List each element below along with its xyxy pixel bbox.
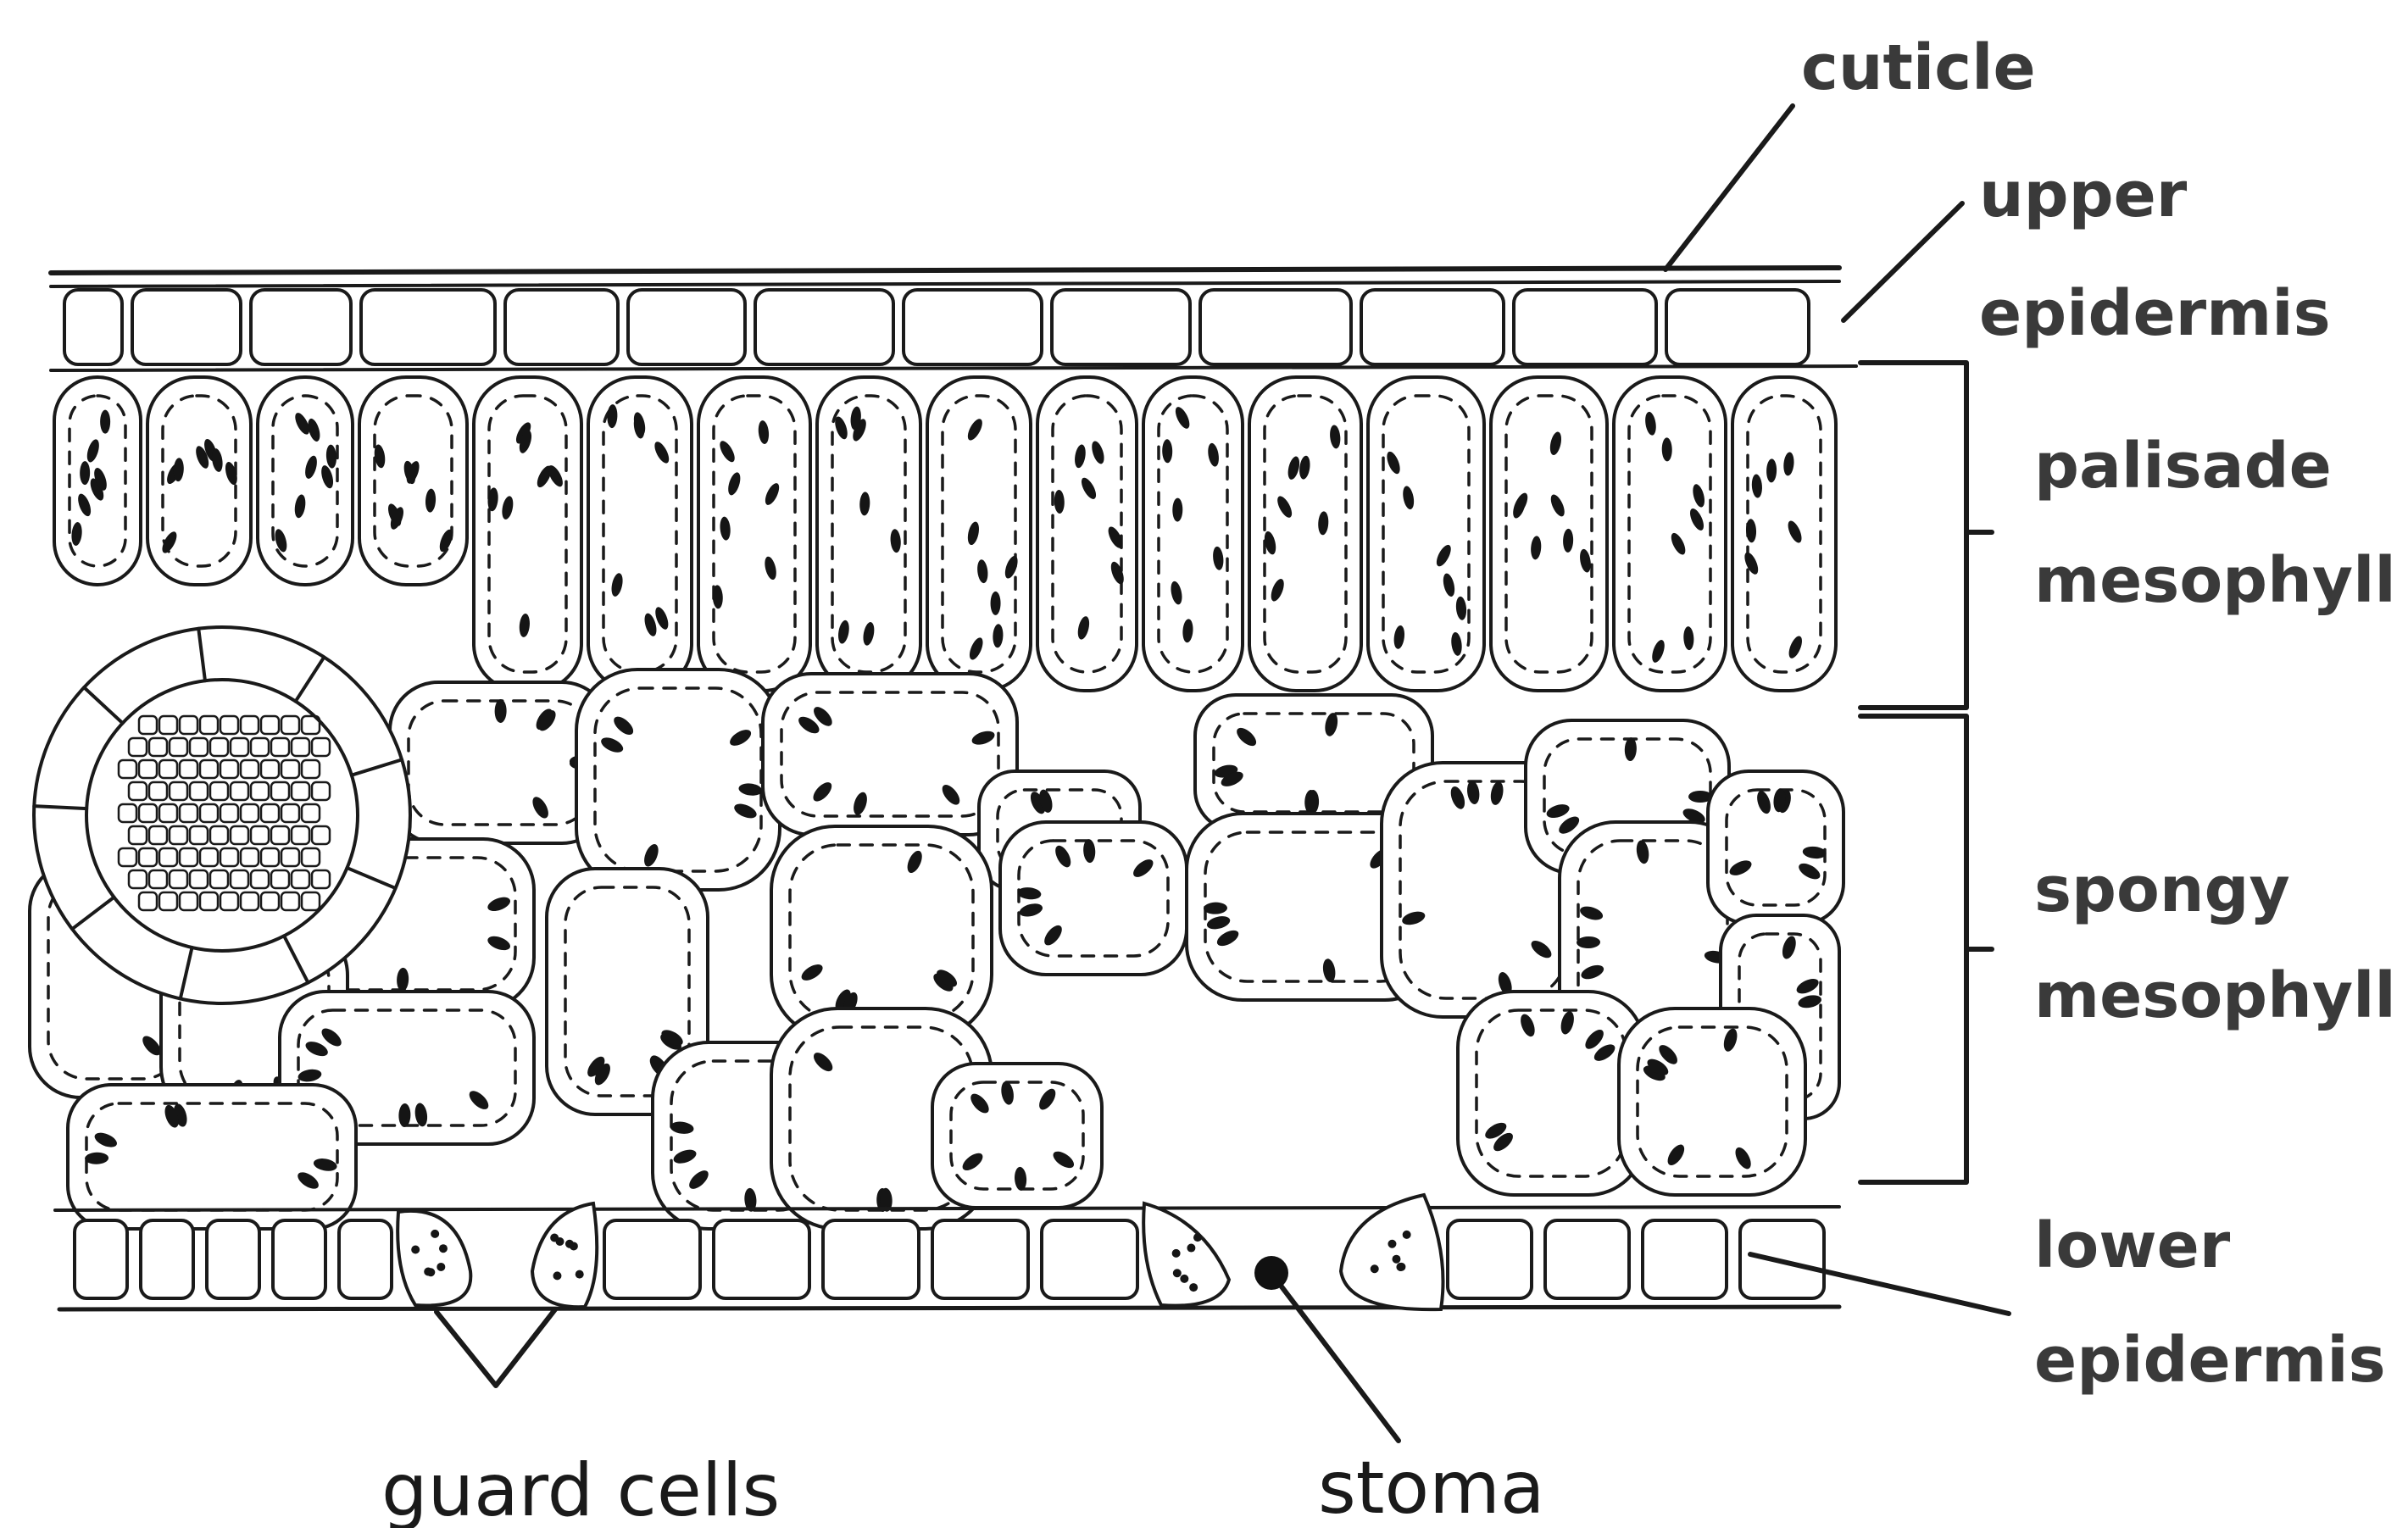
spongy-cell (68, 1085, 356, 1229)
stoma-label: stoma (1318, 1446, 1545, 1528)
palisade-label-line2: mesophyll (2034, 544, 2396, 617)
upper-epidermis-cell (755, 290, 893, 364)
guard-cell-chloroplast (1172, 1249, 1181, 1258)
upper-epidermis-cell (361, 290, 495, 364)
palisade-cell (1491, 377, 1607, 691)
guard-cell-chloroplast (570, 1242, 578, 1250)
lower-epidermis-cell (1545, 1220, 1629, 1298)
bundle-sheath (34, 627, 410, 1003)
spongy-bracket (1860, 716, 1966, 1182)
guard-cell-chloroplast (439, 1244, 448, 1253)
upper-epidermis-cell (132, 290, 241, 364)
cuticle-pointer (1666, 106, 1793, 269)
lower-epidermis-cell (823, 1220, 919, 1298)
guard-cell-chloroplast (1392, 1255, 1400, 1264)
cuticle-line (51, 268, 1839, 273)
guard-cell-chloroplast (1180, 1275, 1188, 1283)
lower-epidermis-cell (141, 1220, 193, 1298)
tissue-brackets (1860, 363, 1992, 1182)
lower-epidermis-cells (75, 1220, 1824, 1298)
guard-cell-chloroplast (431, 1230, 439, 1238)
upper-epidermis-cell (1361, 290, 1504, 364)
chloroplast (991, 592, 1001, 615)
lower-epidermis-cell (273, 1220, 325, 1298)
guard-cell-chloroplast (1397, 1263, 1405, 1271)
upper-epidermis-cell (1052, 290, 1190, 364)
stoma-marker (1254, 1256, 1288, 1290)
guard-cell-chloroplast (1187, 1244, 1195, 1253)
lower-epidermis-cell (1042, 1220, 1137, 1298)
upper-epidermis-cells (64, 290, 1809, 364)
palisade-cell (1368, 377, 1484, 691)
lower-epidermis-cell (1448, 1220, 1532, 1298)
lower-epidermis-cell (339, 1220, 392, 1298)
chloroplast (100, 410, 110, 434)
lower-epidermis-cell (932, 1220, 1028, 1298)
lower-epidermis-label-line2: epidermis (2034, 1324, 2386, 1397)
guard-cells-label: guard cells (381, 1448, 780, 1528)
lower-epidermis-cell (604, 1220, 700, 1298)
guard-cell-chloroplast (553, 1271, 561, 1280)
palisade-label-line1: palisade (2034, 430, 2332, 503)
lower-epidermis-cell (75, 1220, 127, 1298)
cuticle-label: cuticle (1801, 31, 2036, 104)
upper-epidermis-cell (1200, 290, 1351, 364)
lower-epidermis-cell (714, 1220, 809, 1298)
upper-epidermis-cell (1514, 290, 1656, 364)
palisade-bracket (1860, 363, 1966, 708)
guard-cells-pointer (437, 1309, 555, 1386)
lower-epidermis-cell (1643, 1220, 1727, 1298)
guard-cell-left-b (532, 1203, 597, 1307)
spongy-cell (1458, 992, 1644, 1195)
guard-cell-left-a (398, 1211, 470, 1306)
vascular-bundle (34, 627, 410, 1003)
upper-epidermis-cell (1666, 290, 1809, 364)
spongy-label-line1: spongy (2034, 853, 2290, 926)
guard-cell-chloroplast (1173, 1269, 1182, 1277)
upper-epidermis-cell (251, 290, 351, 364)
spongy-cell (1619, 1008, 1805, 1195)
upper-epidermis-label-line2: epidermis (1979, 277, 2331, 350)
lower-epidermis-label-line1: lower (2034, 1209, 2231, 1282)
guard-cell-chloroplast (1403, 1231, 1411, 1239)
guard-cell-chloroplast (576, 1270, 584, 1279)
guard-cell-chloroplast (426, 1268, 435, 1276)
guard-cell-chloroplast (1193, 1233, 1202, 1242)
spongy-label-line2: mesophyll (2034, 959, 2396, 1032)
upper-epidermis-cell (64, 290, 122, 364)
guard-cell-chloroplast (1189, 1283, 1198, 1292)
guard-cell-chloroplast (437, 1263, 445, 1271)
upper-epidermis-pointer (1844, 203, 1962, 320)
guard-cell-chloroplast (556, 1237, 564, 1246)
upper-epidermis-cell (904, 290, 1042, 364)
upper-epidermis-cell (505, 290, 618, 364)
guard-cell-chloroplast (1371, 1264, 1379, 1273)
upper-epidermis-label-line1: upper (1979, 158, 2188, 231)
lower-epidermis-cell (207, 1220, 259, 1298)
upper-epidermis-cell (628, 290, 745, 364)
guard-cell-chloroplast (1388, 1240, 1396, 1248)
guard-cell-chloroplast (411, 1246, 420, 1254)
upper-epidermis (51, 268, 1856, 370)
guard-cell-right-b (1341, 1195, 1443, 1309)
guard-cell-right-a (1143, 1203, 1229, 1306)
palisade-mesophyll-cells (54, 377, 1836, 691)
